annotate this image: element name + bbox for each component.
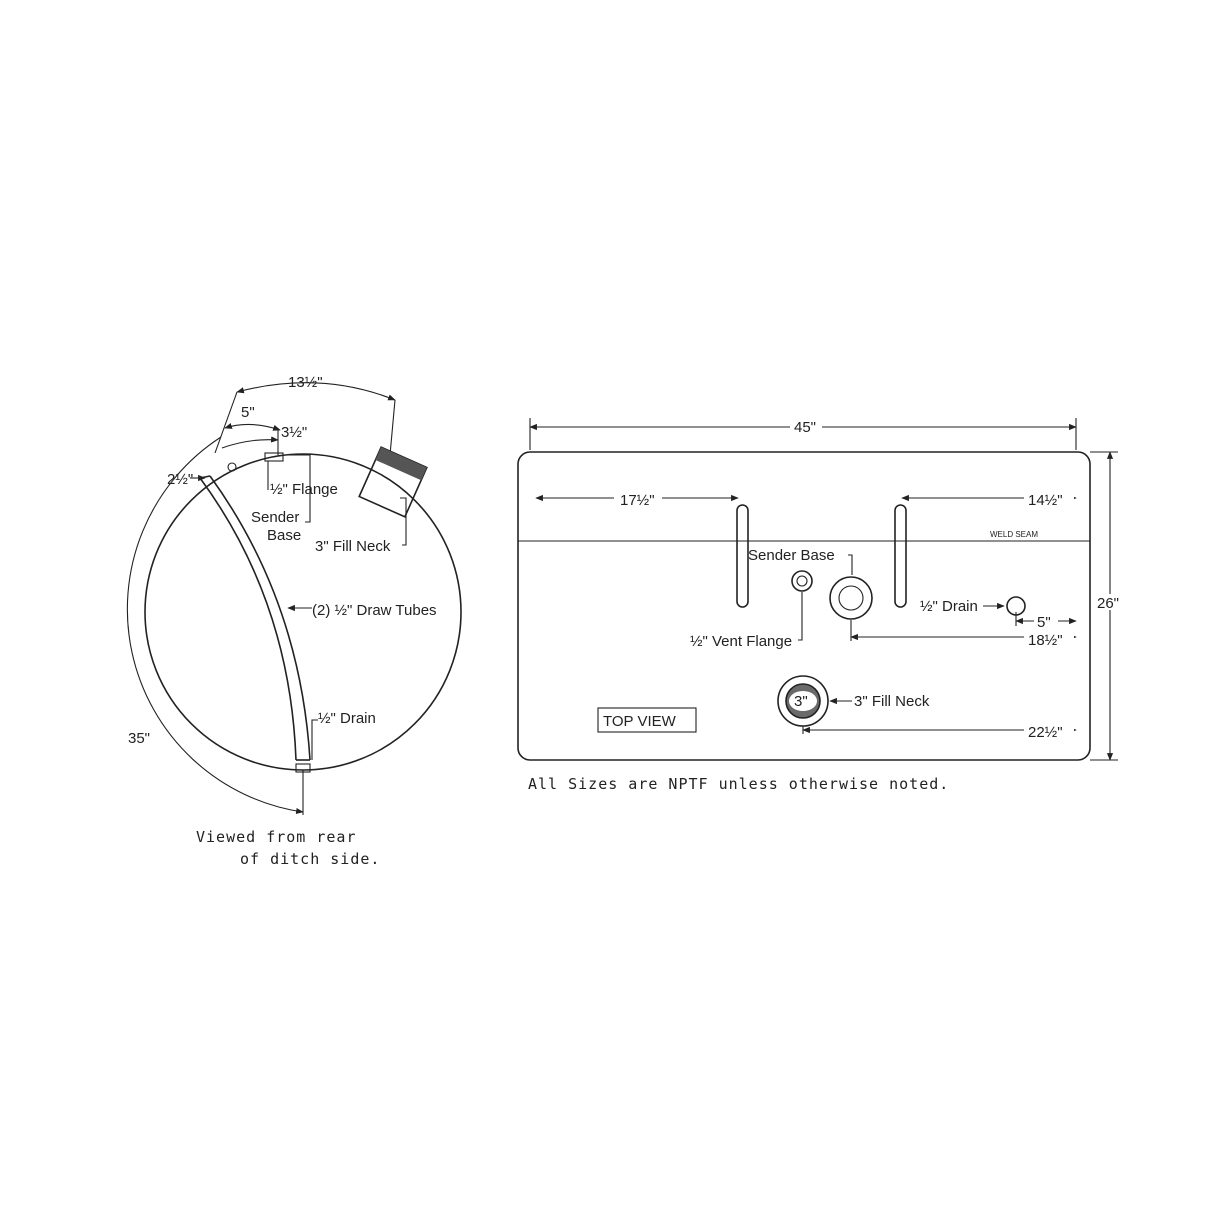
drain-leader [311,719,318,760]
dim-5-arc [224,422,281,431]
vent-flange-inner [796,575,808,587]
dim-5: 5" [241,404,255,421]
dim-45: 45" [794,419,816,436]
sender-base-label-2: Base [267,527,301,544]
drain-fitting [295,763,311,773]
dim-3half-arc [221,436,279,449]
drain-label: ½" Drain [318,710,376,727]
fill-neck-size: 3" [794,693,808,710]
dim-13half: 13½" [288,374,323,391]
dim-2half: 2½" [167,471,193,488]
nptf-note: All Sizes are NPTF unless otherwise note… [528,775,949,793]
draw-tube-inner [209,475,311,761]
dim-14half: 14½" [1028,492,1063,509]
draw-tube-right [894,504,907,608]
dim-13half-ext-right [389,399,396,456]
flange-label: ½" Flange [270,481,338,498]
fill-neck-label: 3" Fill Neck [315,538,391,555]
dim-18half: 18½" [1028,632,1063,649]
vent-flange-label: ½" Vent Flange [690,633,792,650]
sender-base-leader [283,454,311,523]
vent-flange-outer [791,570,813,592]
vent-flange-leader [798,592,803,641]
sender-base-label: Sender Base [748,547,835,564]
side-view-caption-1: Viewed from rear [196,828,357,846]
weld-seam-label: WELD SEAM [990,530,1038,539]
drain-label-top: ½" Drain [920,598,978,615]
dim-13half-ext-left [214,391,238,454]
dim-26: 26" [1097,595,1119,612]
sender-base-label-1: Sender [251,509,299,526]
dim-17half: 17½" [620,492,655,509]
draw-tube-cap [199,475,211,479]
draw-tubes-label: (2) ½" Draw Tubes [312,602,437,619]
sender-base-inner [838,585,864,611]
fill-neck [358,446,428,518]
sender-base-fitting [264,452,284,462]
flange-fitting [227,462,237,472]
dim-13half-arc [236,382,396,401]
fill-neck-label-top: 3" Fill Neck [854,693,930,710]
dim-22half: 22½" [1028,724,1063,741]
dim-3half: 3½" [281,424,307,441]
draw-tube-outer [199,477,297,761]
sender-base-outer [829,576,873,620]
dim-35: 35" [128,730,150,747]
top-view-box [597,707,697,733]
dim-5-top: 5" [1037,614,1051,631]
side-view-caption-2: of ditch side. [240,850,380,868]
fill-neck-leader [400,497,407,546]
side-view: 35" 13½" 5" 3½" ½" Flange Sender Base 3"… [126,374,462,868]
dim-35-arc [126,436,304,815]
top-view: WELD SEAM 45" 26" 17½" 14½" Sender Base [517,418,1126,793]
draw-tube-left [736,504,749,608]
top-view-label: TOP VIEW [603,713,677,730]
tank-top-outline [517,451,1091,761]
sender-base-leader [848,554,853,575]
